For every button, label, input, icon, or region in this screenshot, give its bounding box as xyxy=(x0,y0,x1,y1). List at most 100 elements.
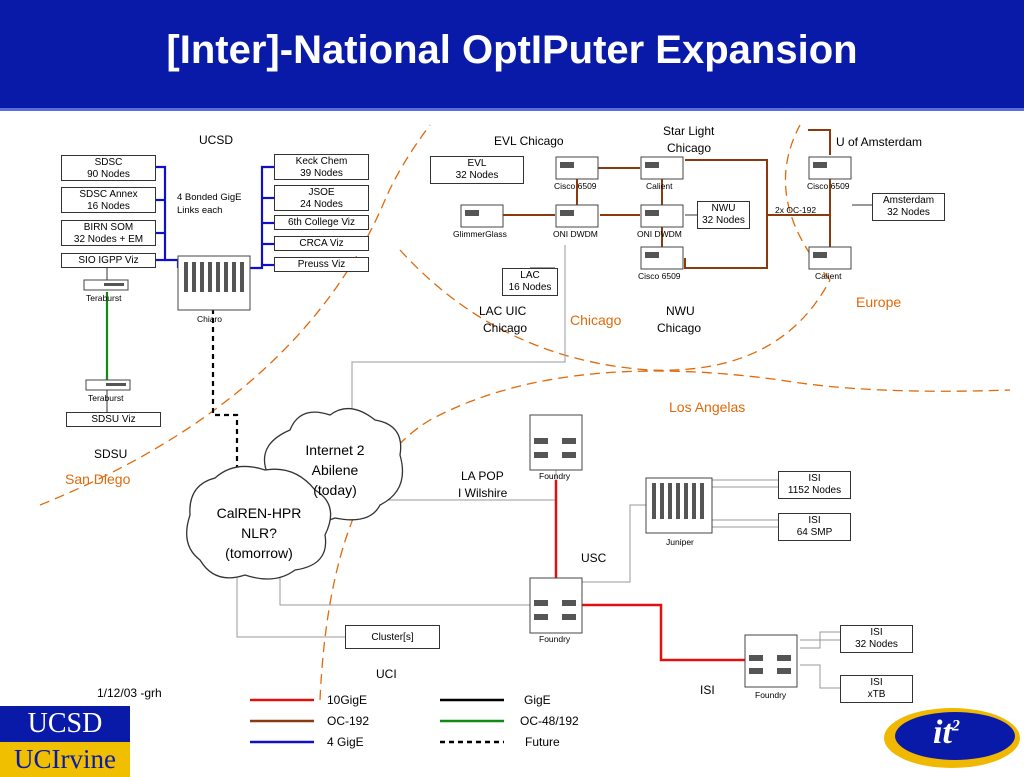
title-bar: [Inter]-National OptIPuter Expansion xyxy=(0,0,1024,111)
cluster-label: Cluster[s] xyxy=(371,632,414,643)
isi-smp-box: ISI 64 SMP xyxy=(778,513,851,541)
lac-box: LAC 16 Nodes xyxy=(502,268,558,296)
isi-xtb-label: ISI xyxy=(870,677,883,688)
cluster-box: Cluster[s] xyxy=(345,625,440,649)
jsoe-nodes: 24 Nodes xyxy=(300,199,343,210)
calient-label-1: Calient xyxy=(646,181,673,191)
cloud-internet2-l2: Abilene xyxy=(311,462,359,478)
sdsu-viz-label: SDSU Viz xyxy=(91,414,136,425)
cisco-6509-label-3: Cisco 6509 xyxy=(807,181,850,191)
region-usc: USC xyxy=(581,551,607,565)
region-star-light: Star Light xyxy=(663,124,715,138)
keck-chem-label: Keck Chem xyxy=(295,156,348,167)
it2-logo-text: it xyxy=(933,714,952,751)
ucsd-logo: UCSD xyxy=(0,706,130,742)
sixth-college-label: 6th College Viz xyxy=(287,217,356,228)
evl-label: EVL xyxy=(467,158,487,169)
birn-som-box: BIRN SOM 32 Nodes + EM xyxy=(61,220,156,246)
crca-label: CRCA Viz xyxy=(299,238,344,249)
isi-smp-label: ISI xyxy=(808,515,821,526)
legend-label-gige: GigE xyxy=(524,693,551,707)
cloud-calren-text: CalREN-HPR NLR? (tomorrow) xyxy=(198,503,320,563)
oni-dwdm-label-1: ONI DWDM xyxy=(553,229,598,239)
cloud-internet2-l3: (today) xyxy=(313,482,357,498)
sdsc-annex-box: SDSC Annex 16 Nodes xyxy=(61,187,156,213)
region-evl-chicago: EVL Chicago xyxy=(494,134,564,148)
foundry-label-2: Foundry xyxy=(539,634,571,644)
keck-chem-box: Keck Chem 39 Nodes xyxy=(274,154,369,180)
region-europe: Europe xyxy=(856,294,902,310)
crca-box: CRCA Viz xyxy=(274,236,369,251)
lac-nodes: 16 Nodes xyxy=(508,282,552,293)
cloud-internet2-text: Internet 2 Abilene (today) xyxy=(280,440,390,500)
ucirvine-logo: UCIrvine xyxy=(0,742,130,777)
region-boundary-chicago xyxy=(399,249,831,371)
isi-32-box: ISI 32 Nodes xyxy=(840,625,913,653)
amsterdam-label: Amsterdam xyxy=(882,195,935,206)
nwu-chicago-label-1: NWU xyxy=(666,304,695,318)
region-boundary-la xyxy=(319,370,1011,701)
region-san-diego: San Diego xyxy=(65,471,131,487)
isi-xtb-box: ISI xTB xyxy=(840,675,913,703)
la-pop-label-1: LA POP xyxy=(461,469,504,483)
nwu-label: NWU xyxy=(711,203,736,214)
nwu-box: NWU 32 Nodes xyxy=(697,201,750,229)
oc192-link-label: 2x OC-192 xyxy=(775,205,817,215)
foundry-label-1: Foundry xyxy=(539,471,571,481)
glimmerglass-label: GlimmerGlass xyxy=(453,229,507,239)
legend-label-4gige: 4 GigE xyxy=(327,735,364,749)
birn-som-nodes: 32 Nodes + EM xyxy=(73,234,144,245)
isi-32-label: ISI xyxy=(870,627,883,638)
lac-uic-label-1: LAC UIC xyxy=(479,304,527,318)
region-ucsd: UCSD xyxy=(199,133,234,147)
cloud-calren xyxy=(186,465,332,580)
la-pop-label-2: I Wilshire xyxy=(458,486,508,500)
sixth-college-box: 6th College Viz xyxy=(274,215,369,230)
legend-label-future: Future xyxy=(525,735,560,749)
sdsc-box: SDSC 90 Nodes xyxy=(61,155,156,181)
lac-uic-label-2: Chicago xyxy=(483,321,528,335)
region-u-amsterdam: U of Amsterdam xyxy=(836,135,923,149)
legend-label-oc48: OC-48/192 xyxy=(520,714,579,728)
sdsc-nodes: 90 Nodes xyxy=(87,169,130,180)
page-title: [Inter]-National OptIPuter Expansion xyxy=(166,28,858,72)
preuss-label: Preuss Viz xyxy=(297,259,346,270)
isi-1152-box: ISI 1152 Nodes xyxy=(778,471,851,499)
sdsc-label: SDSC xyxy=(94,157,123,168)
oni-dwdm-label-2: ONI DWDM xyxy=(637,229,682,239)
lac-label: LAC xyxy=(520,270,540,281)
bonded-label-2: Links each xyxy=(177,205,223,216)
sio-igpp-box: SIO IGPP Viz xyxy=(61,253,156,268)
bonded-label-1: 4 Bonded GigE xyxy=(177,192,242,203)
foundry-label-3: Foundry xyxy=(755,690,787,700)
evl-nodes: 32 Nodes xyxy=(455,170,499,181)
birn-som-label: BIRN SOM xyxy=(83,222,134,233)
jsoe-box: JSOE 24 Nodes xyxy=(274,185,369,211)
cisco-6509-label-2: Cisco 6509 xyxy=(638,271,681,281)
cloud-internet2-l1: Internet 2 xyxy=(305,442,365,458)
amsterdam-nodes: 32 Nodes xyxy=(887,207,930,218)
region-boundary-sd xyxy=(39,124,431,506)
isi-1152-label: ISI xyxy=(808,473,821,484)
region-los-angeles: Los Angelas xyxy=(669,399,746,415)
legend-label-10gige: 10GigE xyxy=(327,693,368,707)
isi-xtb-nodes: xTB xyxy=(867,689,886,700)
it2-logo: it2 xyxy=(933,714,960,752)
nwu-nodes: 32 Nodes xyxy=(702,215,745,226)
isi-1152-nodes: 1152 Nodes xyxy=(787,485,842,496)
cloud-calren-l1: CalREN-HPR xyxy=(216,505,302,521)
region-uci: UCI xyxy=(376,667,397,681)
isi-32-nodes: 32 Nodes xyxy=(855,639,898,650)
cloud-calren-l3: (tomorrow) xyxy=(225,545,293,561)
juniper-label: Juniper xyxy=(666,537,694,547)
it2-logo-sup: 2 xyxy=(951,717,960,735)
sdsc-annex-nodes: 16 Nodes xyxy=(87,201,130,212)
sio-igpp-label: SIO IGPP Viz xyxy=(78,255,139,266)
cisco-6509-label-1: Cisco 6509 xyxy=(554,181,597,191)
nwu-chicago-label-2: Chicago xyxy=(657,321,702,335)
keck-chem-nodes: 39 Nodes xyxy=(300,168,343,179)
region-sdsu: SDSU xyxy=(94,447,128,461)
jsoe-label: JSOE xyxy=(308,187,335,198)
sdsc-annex-label: SDSC Annex xyxy=(79,189,138,200)
